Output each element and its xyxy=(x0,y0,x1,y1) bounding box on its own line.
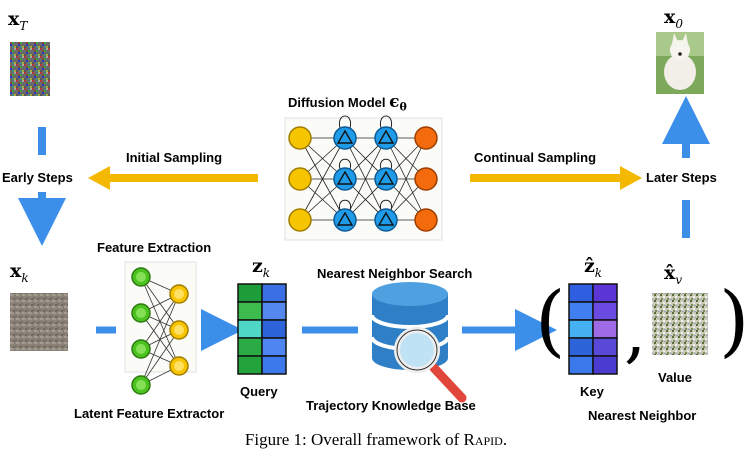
feature-extractor-network xyxy=(124,261,197,395)
nn-search-label: Nearest Neighbor Search xyxy=(317,266,473,281)
xhat-v-label: x̂v xyxy=(664,262,683,287)
latent-image xyxy=(10,293,68,351)
key-vector xyxy=(568,283,618,375)
initial-sampling-label: Initial Sampling xyxy=(126,150,223,165)
xk-label: xk xyxy=(10,260,29,285)
tuple-comma: , xyxy=(624,290,647,372)
output-image xyxy=(656,32,704,94)
continual-sampling-arrow xyxy=(470,166,642,190)
query-label: Query xyxy=(240,384,278,399)
x0-label: x0 xyxy=(664,6,683,31)
value-image xyxy=(652,293,708,355)
key-label: Key xyxy=(580,384,604,399)
open-paren: ( xyxy=(535,276,566,366)
value-label: Value xyxy=(658,370,692,385)
query-vector xyxy=(237,283,287,375)
early-steps-label: Early Steps xyxy=(2,170,73,185)
xT-label: xT xyxy=(8,8,28,33)
diffusion-model-label: Diffusion Model ϵθ xyxy=(288,92,407,114)
figure-caption: Figure 1: Overall framework of Rapid. xyxy=(244,430,508,449)
latent-feature-extractor-label: Latent Feature Extractor xyxy=(74,406,225,421)
continual-sampling-label: Continual Sampling xyxy=(474,150,597,165)
zhat-k-label: ẑk xyxy=(584,255,603,280)
noise-image xyxy=(10,42,50,96)
initial-sampling-arrow xyxy=(88,166,258,190)
feature-extraction-label: Feature Extraction xyxy=(97,240,212,255)
close-paren: ) xyxy=(719,276,750,366)
zk-label: zk xyxy=(252,255,271,280)
diffusion-model-network xyxy=(284,115,443,241)
trajectory-kb-label: Trajectory Knowledge Base xyxy=(306,398,476,413)
magnifier-icon xyxy=(394,327,467,403)
nearest-neighbor-label: Nearest Neighbor xyxy=(588,408,697,423)
later-steps-label: Later Steps xyxy=(646,170,717,185)
